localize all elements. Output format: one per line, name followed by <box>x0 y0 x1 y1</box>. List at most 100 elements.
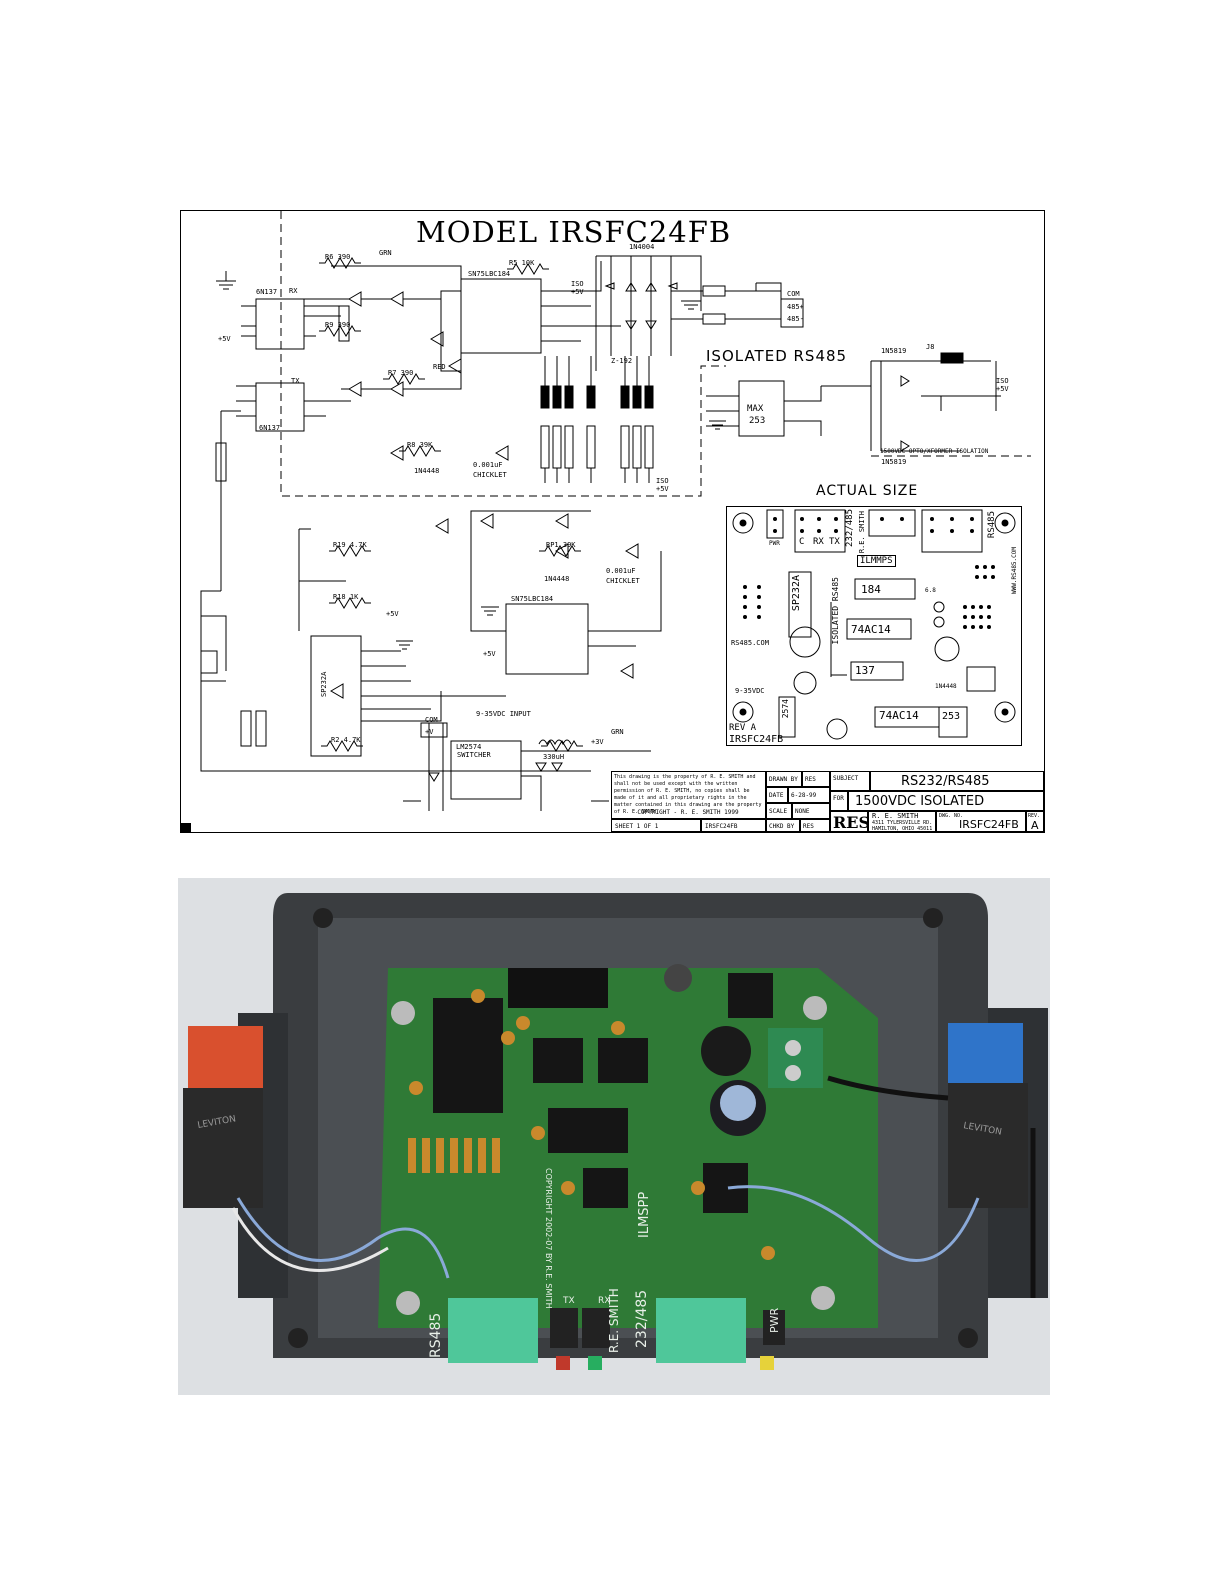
svg-text:CHICKLET: CHICKLET <box>606 577 641 585</box>
svg-text:R19 4.7K: R19 4.7K <box>333 541 368 549</box>
dwg-number-block: DWG. NO. IRSFC24FB <box>936 811 1026 832</box>
svg-text:SP232A: SP232A <box>320 671 328 697</box>
photo-label-232-485: 232/485 <box>634 1290 650 1348</box>
svg-text:ISO: ISO <box>571 280 584 288</box>
scale-value: NONE <box>792 803 830 819</box>
pcb-label-sp232a: SP232A <box>791 575 802 612</box>
for-label: FOR <box>830 791 848 811</box>
photo-label-ilmspp: ILMSPP <box>637 1192 652 1238</box>
svg-text:R5 10K: R5 10K <box>509 259 535 267</box>
pcb-label-1n4448: 1N4448 <box>935 683 957 690</box>
svg-text:1N5819: 1N5819 <box>881 347 906 355</box>
pcb-label-smith: R.E. SMITH <box>858 511 866 554</box>
pcb-label-74ac14-bottom: 74AC14 <box>879 709 919 722</box>
pcb-label-tx: TX <box>829 537 840 547</box>
drawn-by-label: DRAWN BY <box>766 771 802 787</box>
pcb-label-input: 9-35VDC <box>735 687 765 695</box>
pcb-label-74ac14-top: 74AC14 <box>851 623 891 636</box>
pcb-label-6v8: 6.8 <box>925 587 936 594</box>
dwg-label: DWG. NO. <box>939 813 964 819</box>
schematic-drawing: 6N137 6N137 RX TX SN75LBC184 SN75LBC184 … <box>180 210 1045 833</box>
svg-text:R8 39K: R8 39K <box>407 441 433 449</box>
company-address-2: HAMILTON, OHIO 45011 <box>872 826 933 832</box>
svg-text:0.001uF: 0.001uF <box>606 567 636 575</box>
checked-by: RES <box>800 819 830 832</box>
photo-label-smith: R.E. SMITH <box>607 1288 621 1353</box>
pcb-label-rs485: RS485 <box>987 511 997 539</box>
board-photo-illustration: RS485 232/485 R.E. SMITH PWR ILMSPP COPY… <box>178 878 1050 1395</box>
isolated-rs485-label: ISOLATED RS485 <box>706 347 848 365</box>
svg-text:GRN: GRN <box>611 728 624 736</box>
svg-text:6N137: 6N137 <box>259 424 280 432</box>
copyright-text: COPYRIGHT - R. E. SMITH 1999 <box>637 809 739 816</box>
svg-text:1N4004: 1N4004 <box>629 243 654 251</box>
pcb-label-rx: RX <box>813 537 824 547</box>
sheet-number: SHEET 1 OF 1 <box>611 819 701 832</box>
checked-label: CHKD BY <box>766 819 800 832</box>
svg-text:+5V: +5V <box>386 610 399 618</box>
svg-text:R18 1K: R18 1K <box>333 593 359 601</box>
company-logo: RES <box>830 811 868 832</box>
rev-value: A <box>1031 819 1039 832</box>
svg-text:COM: COM <box>425 716 438 724</box>
pcb-label-137: 137 <box>855 664 875 677</box>
svg-text:0.001uF: 0.001uF <box>473 461 503 469</box>
for-value: 1500VDC ISOLATED <box>848 791 1044 811</box>
svg-text:1500VDC OPTO/XFORMER ISOLATION: 1500VDC OPTO/XFORMER ISOLATION <box>880 448 989 455</box>
scale-label: SCALE <box>766 803 792 819</box>
svg-text:RP1 39K: RP1 39K <box>546 541 576 549</box>
photo-label-rs485: RS485 <box>428 1313 444 1358</box>
svg-text:1N4448: 1N4448 <box>544 575 569 583</box>
svg-text:+5V: +5V <box>483 650 496 658</box>
svg-text:RED: RED <box>433 363 446 371</box>
svg-text:SN75LBC184: SN75LBC184 <box>468 270 510 278</box>
pcb-label-c: C <box>799 537 805 547</box>
svg-text:GRN: GRN <box>379 249 392 257</box>
corner-mark <box>181 823 191 833</box>
svg-text:R6 390: R6 390 <box>325 253 350 261</box>
svg-text:1N5819: 1N5819 <box>881 458 906 466</box>
svg-text:SN75LBC184: SN75LBC184 <box>511 595 553 603</box>
company-block: R. E. SMITH 4311 TYLERSVILLE RD. HAMILTO… <box>868 811 936 832</box>
rev-block: REV. A <box>1026 811 1044 832</box>
date-value: 6-28-99 <box>788 787 830 803</box>
pcb-label-ilmmps: ILMMPS <box>857 555 896 567</box>
drawn-by: RES <box>802 771 830 787</box>
pcb-label-rev: REV A <box>729 723 757 733</box>
svg-text:+5V: +5V <box>571 288 584 296</box>
pcb-label-pwr: PWR <box>769 540 780 547</box>
svg-text:+5V: +5V <box>996 385 1009 393</box>
svg-text:485+: 485+ <box>787 303 804 311</box>
svg-text:330uH: 330uH <box>543 753 564 761</box>
svg-text:J8: J8 <box>926 343 934 351</box>
pcb-label-184: 184 <box>861 583 881 596</box>
svg-text:ISO: ISO <box>656 477 669 485</box>
company-name: R. E. SMITH <box>872 812 919 820</box>
property-notice: This drawing is the property of R. E. SM… <box>611 771 766 819</box>
pcb-label-model: IRSFC24FB <box>729 734 784 745</box>
pcb-outline-graphics <box>732 509 1016 740</box>
pcb-label-2574: 2574 <box>781 699 790 719</box>
svg-text:+5V: +5V <box>218 335 231 343</box>
svg-text:R9 390: R9 390 <box>325 321 350 329</box>
date-label: DATE <box>766 787 788 803</box>
pcb-label-website: WWW.RS485.COM <box>1011 547 1018 594</box>
photo-label-rx: RX <box>598 1296 610 1306</box>
svg-text:485-: 485- <box>787 315 804 323</box>
svg-text:9-35VDC INPUT: 9-35VDC INPUT <box>476 710 532 718</box>
photo-label-tx: TX <box>562 1296 575 1306</box>
svg-text:253: 253 <box>749 416 765 426</box>
dwg-number: IRSFC24FB <box>959 818 1019 831</box>
actual-size-label: ACTUAL SIZE <box>816 483 919 499</box>
title-block: This drawing is the property of R. E. SM… <box>611 771 1044 832</box>
svg-text:+V: +V <box>425 728 434 736</box>
subject-label: SUBJECT <box>830 771 870 791</box>
subject-value: RS232/RS485 <box>870 771 1044 791</box>
pcb-label-253: 253 <box>942 711 961 722</box>
pcb-label-232-485: 232/485 <box>845 509 855 547</box>
svg-text:R2 4.7K: R2 4.7K <box>331 736 361 744</box>
svg-text:RX: RX <box>289 287 298 295</box>
board-photo: RS485 232/485 R.E. SMITH PWR ILMSPP COPY… <box>178 878 1050 1395</box>
svg-text:COM: COM <box>787 290 800 298</box>
svg-text:+5V: +5V <box>656 485 669 493</box>
